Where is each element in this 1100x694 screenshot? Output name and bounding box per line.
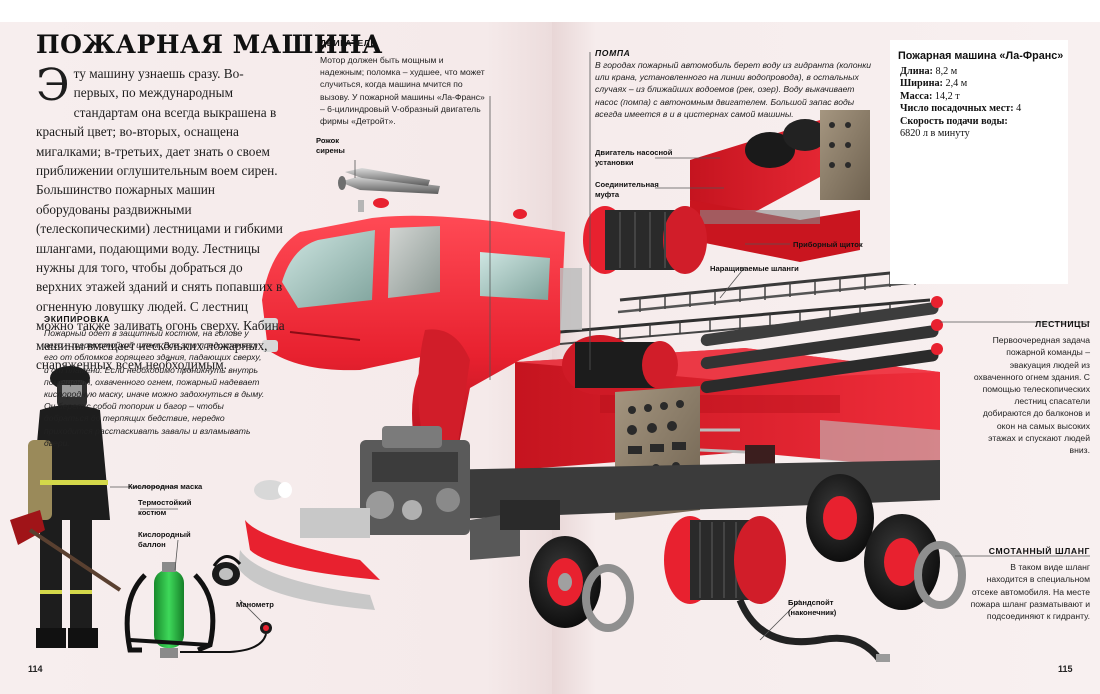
- equipment-caption: ЭКИПИРОВКА Пожарный одет в защитный кост…: [44, 314, 266, 449]
- pressure-gauge: [180, 622, 272, 653]
- coiled-hose-reel: [664, 516, 890, 663]
- engine-caption: ДВИГАТЕЛЬ Мотор должен быть мощным и над…: [320, 38, 488, 127]
- equipment-caption-heading: ЭКИПИРОВКА: [44, 314, 110, 324]
- label-coupling: Соединительная муфта: [595, 180, 659, 199]
- intro-text: ту машину узнаешь сразу. Во-первых, по м…: [36, 66, 285, 373]
- rear-wheel-right: [864, 514, 966, 610]
- label-pump-engine: Двигатель насосной установки: [595, 148, 673, 167]
- label-siren: Рожок сирены: [316, 136, 345, 155]
- brake-disc-front: [582, 564, 634, 632]
- label-panel: Приборный щиток: [793, 240, 863, 249]
- label-nozzle: Брандспойт (наконечник): [788, 598, 837, 617]
- leader-lines: [110, 52, 1090, 641]
- pump-caption: ПОМПА В городах пожарный автомобиль бере…: [595, 48, 875, 120]
- breathing-harness: [124, 573, 216, 653]
- hose-reel-body: [562, 335, 678, 395]
- pump-caption-text: В городах пожарный автомобиль берет воду…: [595, 60, 872, 119]
- spec-seats: Число посадочных мест: 4: [900, 103, 1022, 115]
- ladders-caption: ЛЕСТНИЦЫ Первоочередная задача пожарной …: [968, 318, 1090, 456]
- v6-engine: [300, 426, 470, 538]
- front-bumper: [238, 480, 380, 610]
- rear-wheel-middle: [806, 474, 874, 562]
- equipment-caption-text: Пожарный одет в защитный костюм, на голо…: [44, 328, 265, 448]
- siren-horns: [338, 168, 440, 194]
- spec-title: Пожарная машина «Ла-Франс»: [898, 50, 1064, 62]
- spec-rate-value: 6820 л в минуту: [900, 128, 970, 140]
- oxygen-tank: [154, 562, 184, 658]
- hose-caption-text: В таком виде шланг находится в специальн…: [970, 562, 1090, 622]
- oxygen-mask: [212, 555, 242, 586]
- drop-cap: Э: [36, 60, 70, 111]
- pump-caption-heading: ПОМПА: [595, 48, 631, 58]
- pump-assembly: [690, 110, 870, 262]
- page-title: ПОЖАРНАЯ МАШИНА: [36, 30, 383, 59]
- label-extension-hoses: Наращиваемые шланги: [710, 264, 799, 273]
- tilted-cab: [262, 198, 582, 470]
- spec-box: Пожарная машина «Ла-Франс» Длина: 8,2 м …: [890, 40, 1068, 284]
- rolled-hose-cylinders: [700, 296, 943, 394]
- label-heat-suit: Термостойкий костюм: [138, 498, 192, 517]
- engine-caption-heading: ДВИГАТЕЛЬ: [320, 38, 378, 48]
- engine-caption-text: Мотор должен быть мощным и надежным; пол…: [320, 55, 485, 127]
- top-margin: [0, 0, 1100, 22]
- hose-caption-heading: СМОТАННЫЙ ШЛАНГ: [988, 546, 1090, 556]
- spec-length: Длина: 8,2 м: [900, 66, 958, 77]
- spec-width: Ширина: 2,4 м: [900, 78, 968, 90]
- firefighter-figure: [10, 366, 122, 648]
- page-number-left: 114: [28, 664, 43, 674]
- spec-mass: Масса: 14,2 т: [900, 90, 960, 102]
- pump-hose-reel: [583, 206, 707, 274]
- page-number-right: 115: [1058, 664, 1073, 674]
- spec-rate-label: Скорость подачи воды:: [900, 115, 1008, 127]
- label-oxygen-mask: Кислородная маска: [128, 482, 203, 491]
- label-oxygen-tank: Кислородный баллон: [138, 530, 191, 549]
- label-gauge: Манометр: [236, 600, 274, 609]
- hose-caption: СМОТАННЫЙ ШЛАНГ В таком виде шланг наход…: [968, 545, 1090, 622]
- ladders-caption-text: Первоочередная задача пожарной команды –…: [973, 335, 1090, 456]
- ladders-caption-heading: ЛЕСТНИЦЫ: [1035, 319, 1090, 329]
